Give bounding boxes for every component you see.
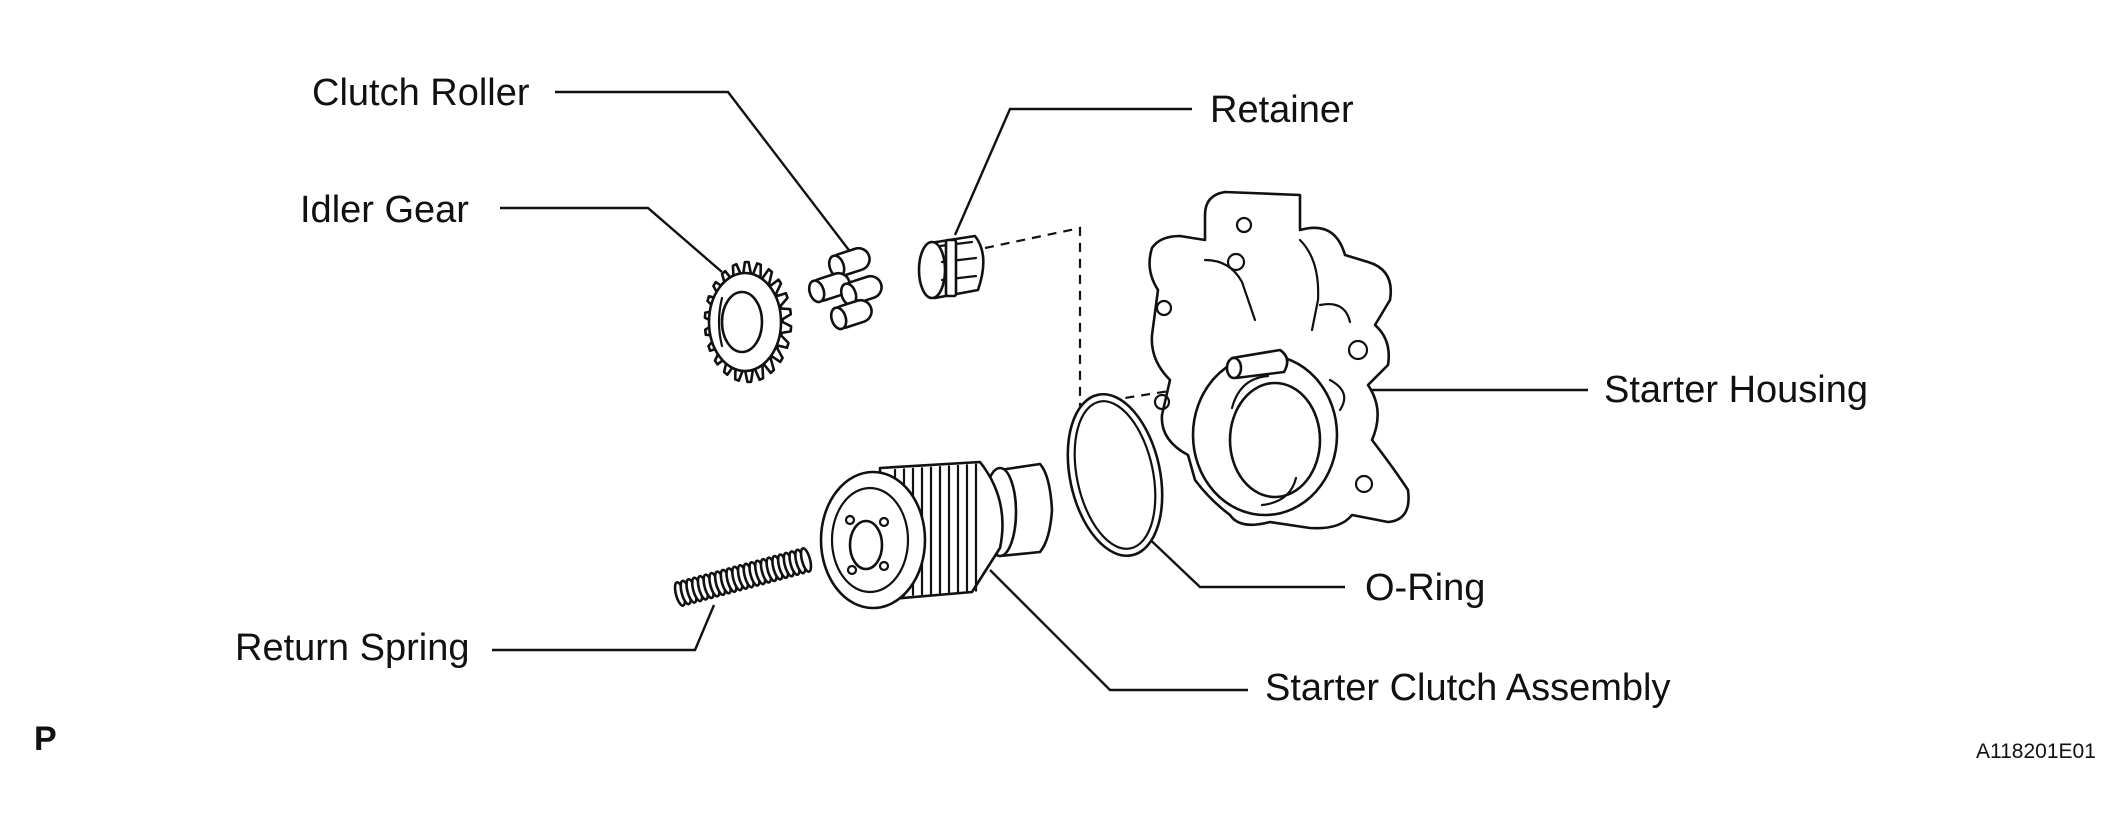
retainer-drawing bbox=[917, 234, 985, 300]
starter-housing-drawing bbox=[1148, 190, 1410, 530]
leader-o-ring bbox=[1139, 529, 1345, 589]
corner-mark: P bbox=[34, 720, 57, 758]
o-ring-drawing bbox=[1066, 392, 1164, 558]
label-idler-gear: Idler Gear bbox=[300, 189, 469, 231]
spring-coil bbox=[799, 547, 813, 573]
label-o-ring: O-Ring bbox=[1365, 567, 1485, 609]
figure-code: A118201E01 bbox=[1976, 740, 2096, 763]
label-retainer: Retainer bbox=[1210, 89, 1354, 131]
idler-gear-drawing bbox=[703, 260, 793, 384]
return-spring-drawing bbox=[673, 547, 813, 607]
starter-clutch-assembly-drawing bbox=[819, 460, 1054, 610]
leader-return-spring bbox=[492, 604, 716, 652]
alignment-dashed-line bbox=[984, 226, 1241, 407]
clutch-roller-drawing bbox=[807, 246, 883, 331]
label-return-spring: Return Spring bbox=[235, 627, 469, 669]
leader-retainer bbox=[953, 107, 1192, 236]
leader-idler-gear bbox=[500, 206, 723, 273]
label-clutch-roller: Clutch Roller bbox=[312, 72, 530, 114]
label-starter-housing: Starter Housing bbox=[1604, 369, 1868, 411]
leader-clutch-roller bbox=[555, 90, 859, 263]
leader-starter-clutch-assembly bbox=[989, 569, 1248, 692]
label-starter-clutch-assembly: Starter Clutch Assembly bbox=[1265, 667, 1670, 709]
